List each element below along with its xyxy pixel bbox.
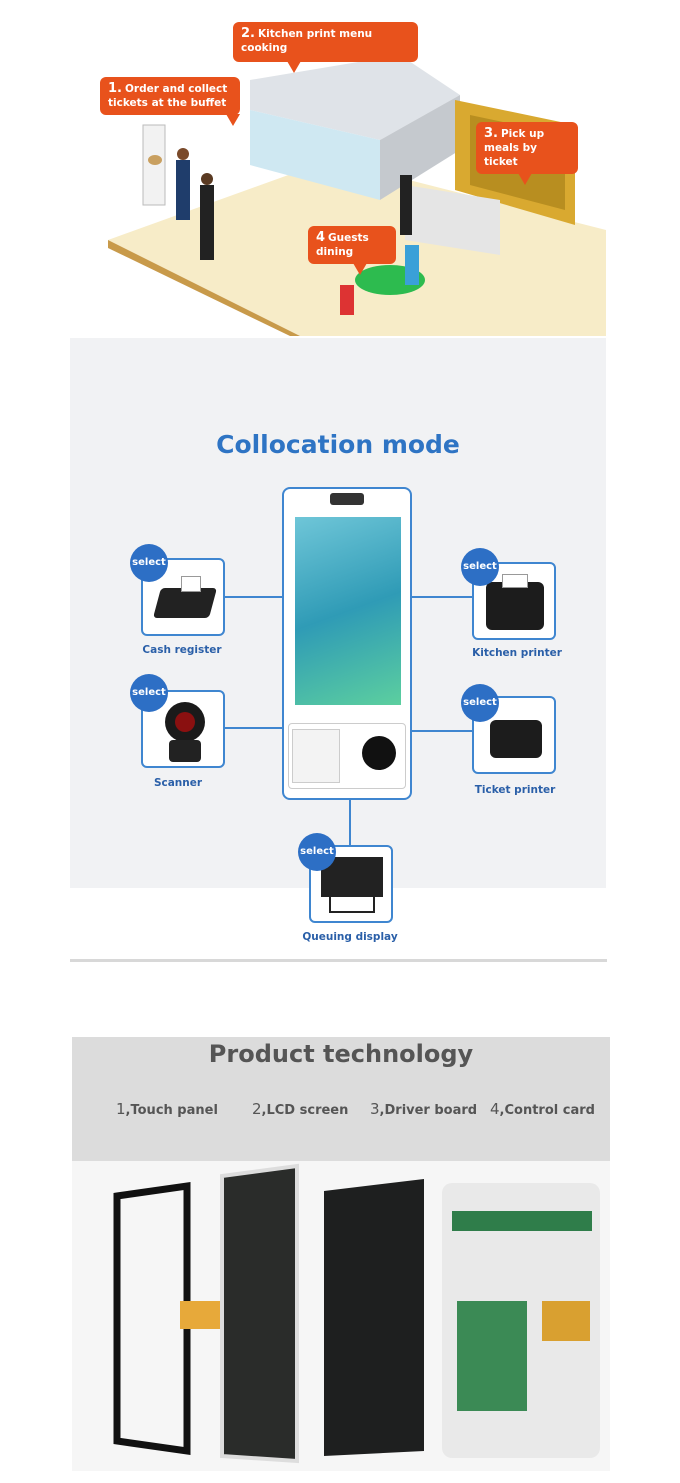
cash-register-label: Cash register xyxy=(142,644,222,656)
step-number: 3. xyxy=(484,126,498,141)
select-badge[interactable]: select xyxy=(461,548,499,586)
part-number: 2 xyxy=(252,1100,262,1118)
divider xyxy=(70,959,607,962)
part-driver-board: 3,Driver board xyxy=(370,1100,477,1118)
part-control-card: 4,Control card xyxy=(490,1100,595,1118)
step-text: Order and collect tickets at the buffet xyxy=(108,83,228,109)
step-2-bubble: 2.Kitchen print menu cooking xyxy=(233,22,418,73)
part-touch-panel: 1,Touch panel xyxy=(116,1100,218,1118)
part-label: ,LCD screen xyxy=(261,1103,349,1118)
scanner-option[interactable] xyxy=(141,690,225,768)
step-number: 4 xyxy=(316,230,326,245)
restaurant-scene-image xyxy=(108,55,606,336)
part-lcd-screen: 2,LCD screen xyxy=(252,1100,348,1118)
step-text: Kitchen print menu cooking xyxy=(241,28,373,54)
technology-title: Product technology xyxy=(208,1040,474,1068)
kiosk-screen xyxy=(295,517,401,705)
select-badge[interactable]: select xyxy=(130,544,168,582)
step-3-bubble: 3.Pick up meals by ticket xyxy=(476,122,578,185)
select-badge[interactable]: select xyxy=(298,833,336,871)
kitchen-printer-label: Kitchen printer xyxy=(472,647,562,659)
step-text: Pick up meals by ticket xyxy=(484,128,545,168)
step-1-bubble: 1.Order and collect tickets at the buffe… xyxy=(100,77,241,126)
queuing-display-label: Queuing display xyxy=(302,931,398,943)
part-number: 3 xyxy=(370,1100,380,1118)
collocation-title: Collocation mode xyxy=(216,430,460,459)
components-image xyxy=(113,1163,600,1464)
kiosk-image xyxy=(282,487,412,800)
components-photo xyxy=(72,1161,610,1471)
technology-header xyxy=(72,1037,610,1161)
ticket-printer-label: Ticket printer xyxy=(474,784,556,796)
part-label: ,Control card xyxy=(499,1103,595,1118)
select-badge[interactable]: select xyxy=(461,684,499,722)
part-number: 1 xyxy=(116,1100,126,1118)
step-text: Guests dining xyxy=(316,232,369,258)
part-number: 4 xyxy=(490,1100,500,1118)
select-badge[interactable]: select xyxy=(130,674,168,712)
scanner-label: Scanner xyxy=(153,777,203,789)
part-label: ,Touch panel xyxy=(125,1103,218,1118)
part-label: ,Driver board xyxy=(379,1103,478,1118)
step-number: 1. xyxy=(108,81,122,96)
step-number: 2. xyxy=(241,26,255,41)
